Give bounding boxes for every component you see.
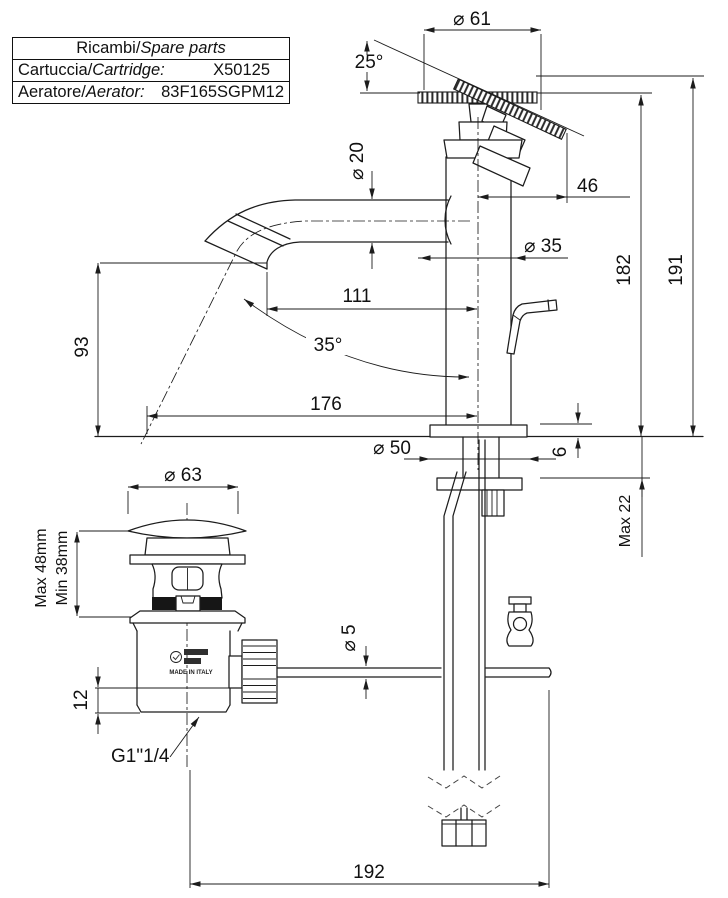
mounting-deck bbox=[94, 423, 704, 479]
break-symbol bbox=[427, 775, 501, 789]
total-reach-label: 176 bbox=[310, 394, 342, 415]
faucet-body bbox=[429, 156, 528, 438]
handle-diameter-label: ⌀ 61 bbox=[453, 9, 491, 30]
spare-parts-table: Ricambi/Spare parts Cartuccia/Cartridge:… bbox=[12, 37, 290, 104]
aerator-code: 83F165SGPM12 bbox=[161, 83, 284, 101]
dimension-spray-angle: 35° bbox=[243, 298, 470, 380]
dimension-spout-diameter: ⌀ 20 bbox=[347, 142, 375, 269]
aerator-row: Aeratore/Aerator: 83F165SGPM12 bbox=[13, 81, 289, 103]
waste-height-min-label: Min 38mm bbox=[54, 531, 71, 606]
dimension-thread-length: 12 bbox=[71, 667, 140, 734]
mounting-stud bbox=[481, 489, 505, 517]
waste-cap bbox=[127, 519, 247, 539]
cartridge-label-it: Cartuccia/ bbox=[18, 61, 93, 79]
dimension-height-191: 191 bbox=[536, 75, 704, 436]
supply-hose bbox=[443, 471, 458, 771]
under-deck-assembly bbox=[427, 436, 534, 847]
cartridge-row: Cartuccia/Cartridge: X50125 bbox=[13, 59, 289, 81]
handle-angle-construction-line bbox=[373, 39, 585, 137]
cartridge-label-en: Cartridge: bbox=[92, 61, 165, 79]
spout-reach-label: 111 bbox=[343, 286, 372, 307]
dimension-handle-angle: 25° bbox=[355, 41, 384, 91]
waste-cap-diameter-label: ⌀ 63 bbox=[164, 465, 202, 486]
aerator-label-en: Aerator: bbox=[85, 83, 145, 101]
made-in-italy-label: MADE IN ITALY bbox=[169, 670, 212, 676]
body-diameter-label: ⌀ 35 bbox=[524, 236, 562, 257]
spout-stream-centerline bbox=[140, 220, 470, 445]
thread-length-label: 12 bbox=[71, 689, 92, 710]
base-diameter-label: ⌀ 50 bbox=[373, 438, 411, 459]
waste-lower-flange bbox=[129, 610, 246, 624]
dimension-base-height: 6 bbox=[550, 403, 581, 458]
aerator-joint-line bbox=[227, 220, 284, 247]
dimension-handle-diameter: ⌀ 61 bbox=[423, 9, 542, 110]
deck-thickness-label: Max 22 bbox=[617, 495, 634, 548]
dimension-base-diameter: ⌀ 50 bbox=[373, 438, 556, 462]
dimension-height-182: 182 bbox=[537, 92, 652, 436]
header-label-en: Spare parts bbox=[140, 39, 226, 57]
spout-diameter-label: ⌀ 20 bbox=[347, 142, 368, 180]
handle-angle-label: 25° bbox=[355, 52, 384, 73]
dimension-deck-thickness: Max 22 bbox=[617, 437, 645, 557]
waste-thread-label: G1"1/4 bbox=[111, 746, 170, 767]
cartridge-code: X50125 bbox=[213, 61, 270, 79]
dimension-handle-reach: 46 bbox=[478, 133, 630, 203]
supply-hose bbox=[452, 471, 467, 771]
side-lever bbox=[506, 299, 558, 355]
aerator-label-it: Aeratore/ bbox=[18, 83, 86, 101]
dimension-waste-cap-diameter: ⌀ 63 bbox=[127, 465, 239, 514]
dimension-total-reach: 176 bbox=[146, 394, 477, 434]
aerator-joint-line bbox=[235, 213, 291, 240]
drain-markings: MADE IN ITALY bbox=[169, 649, 213, 676]
break-symbol bbox=[427, 804, 501, 818]
height-182-label: 182 bbox=[614, 254, 635, 286]
table-header-row: Ricambi/Spare parts bbox=[13, 38, 289, 59]
spray-angle-label: 35° bbox=[314, 335, 343, 356]
dimension-waste-height: Max 48mm Min 38mm bbox=[33, 528, 132, 618]
handle-wheel-tilted bbox=[452, 78, 567, 141]
height-191-label: 191 bbox=[666, 254, 687, 286]
rod-length-label: 192 bbox=[353, 862, 385, 883]
spout bbox=[204, 199, 449, 270]
waste-height-max-label: Max 48mm bbox=[33, 528, 50, 607]
waste-flange bbox=[129, 554, 246, 565]
base-flange bbox=[429, 424, 528, 438]
dimension-spout-height: 93 bbox=[72, 262, 267, 436]
pop-up-waste: MADE IN ITALY bbox=[127, 519, 278, 713]
dimension-rod-length: 192 bbox=[189, 690, 550, 888]
rod-nut bbox=[441, 819, 487, 847]
dimension-rod-diameter: ⌀ 5 bbox=[339, 624, 369, 699]
rod-diameter-label: ⌀ 5 bbox=[339, 624, 360, 651]
drain-side-nut bbox=[228, 639, 278, 704]
header-label-it: Ricambi/ bbox=[76, 39, 141, 57]
handle-reach-label: 46 bbox=[577, 176, 598, 197]
handle-assembly bbox=[360, 39, 585, 187]
rod-knob bbox=[506, 596, 534, 647]
dimension-waste-thread: G1"1/4 bbox=[111, 716, 200, 767]
base-height-label: 6 bbox=[550, 447, 571, 458]
spout-height-label: 93 bbox=[72, 336, 93, 357]
dimension-body-diameter: ⌀ 35 bbox=[418, 236, 568, 261]
horizontal-rod bbox=[276, 667, 552, 678]
